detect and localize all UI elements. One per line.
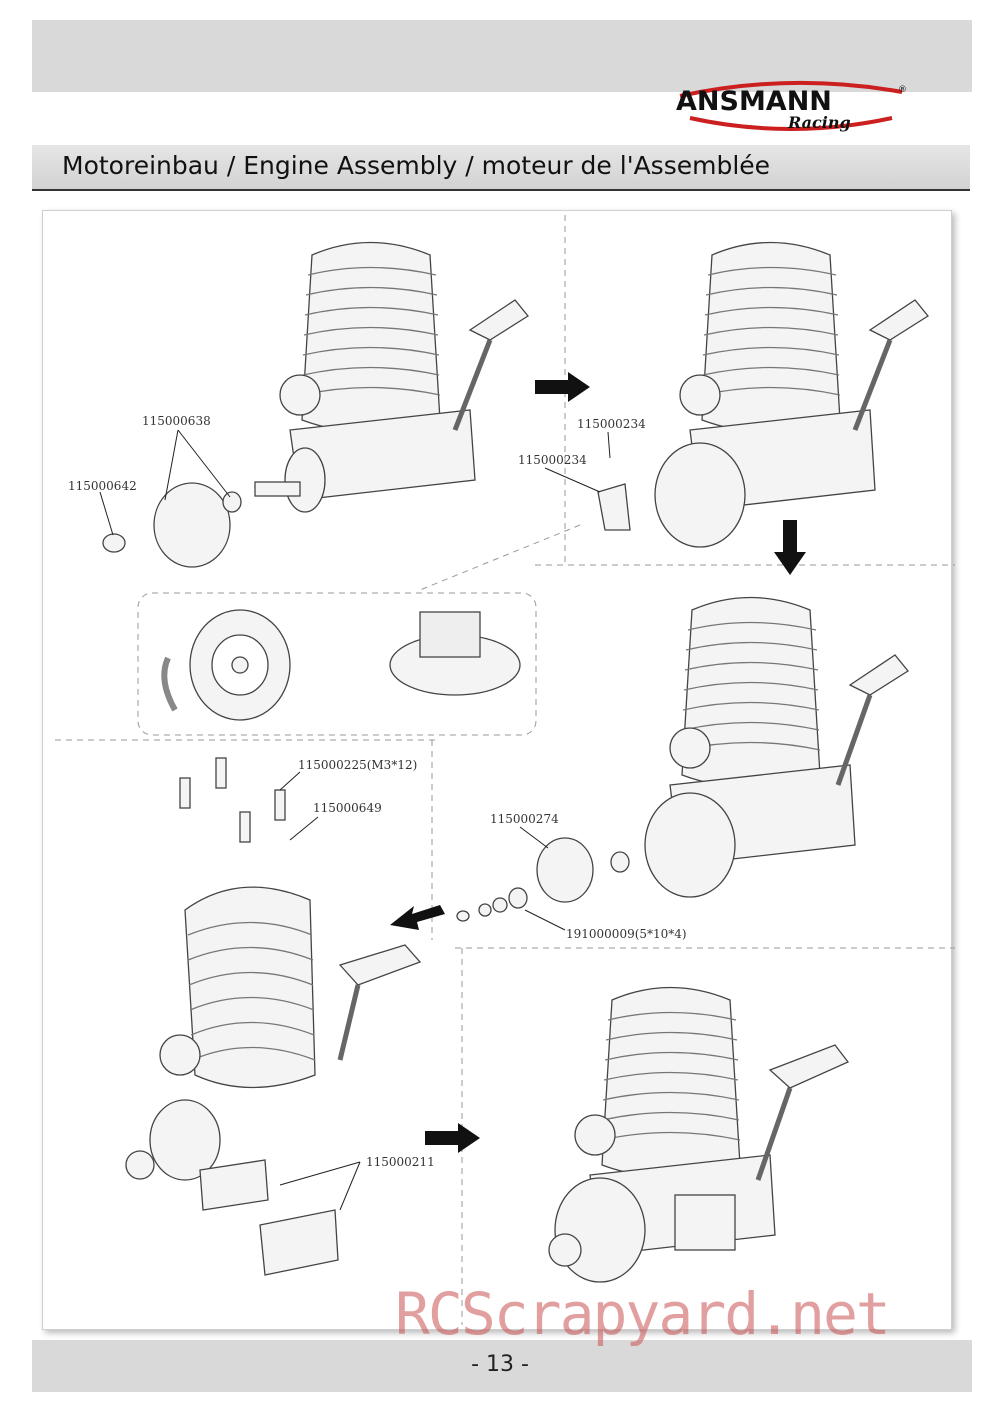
part-label: 191000009(5*10*4) <box>566 927 687 941</box>
part-label: 115000274 <box>490 812 559 826</box>
section-title-bar: Motoreinbau / Engine Assembly / moteur d… <box>32 145 970 191</box>
logo-swoosh <box>679 80 903 98</box>
engine-step1 <box>102 241 529 568</box>
part-label: 115000649 <box>313 801 382 815</box>
part-label: 115000234 <box>518 453 587 467</box>
down-arrow-icon <box>774 520 806 575</box>
page-number: - 13 - <box>471 1352 529 1377</box>
logo-graphic: ANSMANN ® Racing <box>676 80 907 132</box>
logo-brand-text: ANSMANN <box>676 86 832 117</box>
part-label: 115000642 <box>68 479 137 493</box>
rotation-arrow-icon <box>161 656 178 712</box>
footer-band <box>32 1340 972 1392</box>
header-band <box>32 20 972 92</box>
leader-lines <box>99 429 611 1211</box>
clutch-detail <box>189 609 521 721</box>
logo-registered-mark: ® <box>898 85 907 95</box>
right-arrow-icon <box>425 1123 480 1153</box>
logo-sub-text: Racing <box>787 113 851 132</box>
logo-swoosh-lower <box>689 116 893 131</box>
watermark: RCScrapyard.net <box>395 1280 891 1348</box>
part-label: 115000225(M3*12) <box>298 758 418 772</box>
page-title: Motoreinbau / Engine Assembly / moteur d… <box>62 151 771 180</box>
engine-step2 <box>597 241 929 548</box>
engine-step3 <box>456 596 909 922</box>
right-arrow-icon <box>535 372 590 402</box>
engine-step5 <box>548 986 850 1283</box>
ansmann-racing-logo: ANSMANN ® Racing <box>670 78 910 138</box>
part-label: 115000211 <box>366 1155 435 1169</box>
engine-step4 <box>125 757 422 1276</box>
left-arrow-icon <box>390 905 445 930</box>
part-label: 115000234 <box>577 417 646 431</box>
part-label: 115000638 <box>142 414 211 428</box>
